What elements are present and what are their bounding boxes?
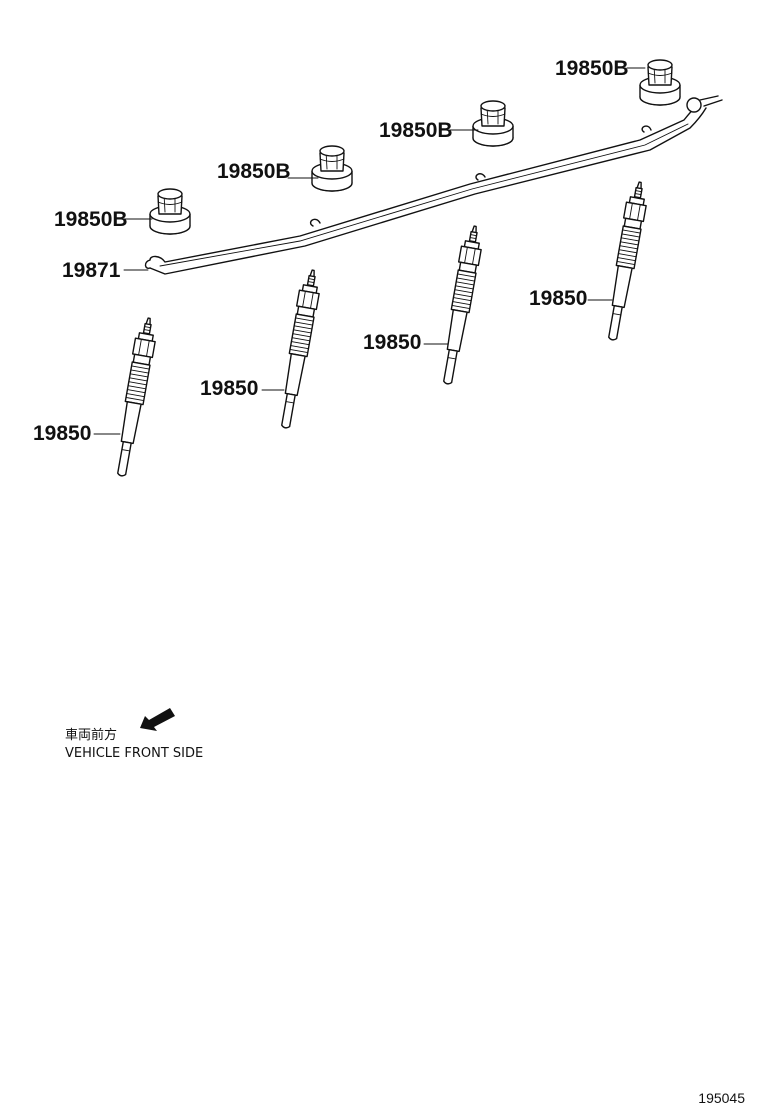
front-direction-arrow-icon: [140, 708, 175, 731]
terminal-nut-2: [311, 145, 353, 192]
orientation-label-japanese: 車両前方: [65, 727, 117, 743]
glow-plug-1: [110, 315, 160, 479]
callout-glow-plug-4: 19850: [529, 287, 587, 310]
terminal-nut-1: [149, 188, 191, 235]
callout-terminal-nut-1: 19850B: [54, 208, 128, 231]
glow-plug-2: [274, 267, 324, 431]
figure-reference-number: 195045: [698, 1090, 745, 1106]
terminal-nut-4: [639, 59, 681, 106]
callout-terminal-nut-2: 19850B: [217, 160, 291, 183]
callout-glow-plug-2: 19850: [200, 377, 258, 400]
callout-terminal-nut-3: 19850B: [379, 119, 453, 142]
glow-plug-3: [436, 223, 486, 387]
orientation-label-english: VEHICLE FRONT SIDE: [65, 746, 203, 761]
callout-glow-plug-3: 19850: [363, 331, 421, 354]
terminal-nut-3: [472, 100, 514, 147]
callout-glow-plug-1: 19850: [33, 422, 91, 445]
orientation-marker: 車両前方 VEHICLE FRONT SIDE: [65, 708, 203, 761]
callout-connector-bar: 19871: [62, 259, 121, 282]
connector-bar: [144, 95, 723, 275]
callout-terminal-nut-4: 19850B: [555, 57, 629, 80]
leader-lines: [93, 67, 646, 435]
glow-plug-4: [601, 179, 651, 343]
